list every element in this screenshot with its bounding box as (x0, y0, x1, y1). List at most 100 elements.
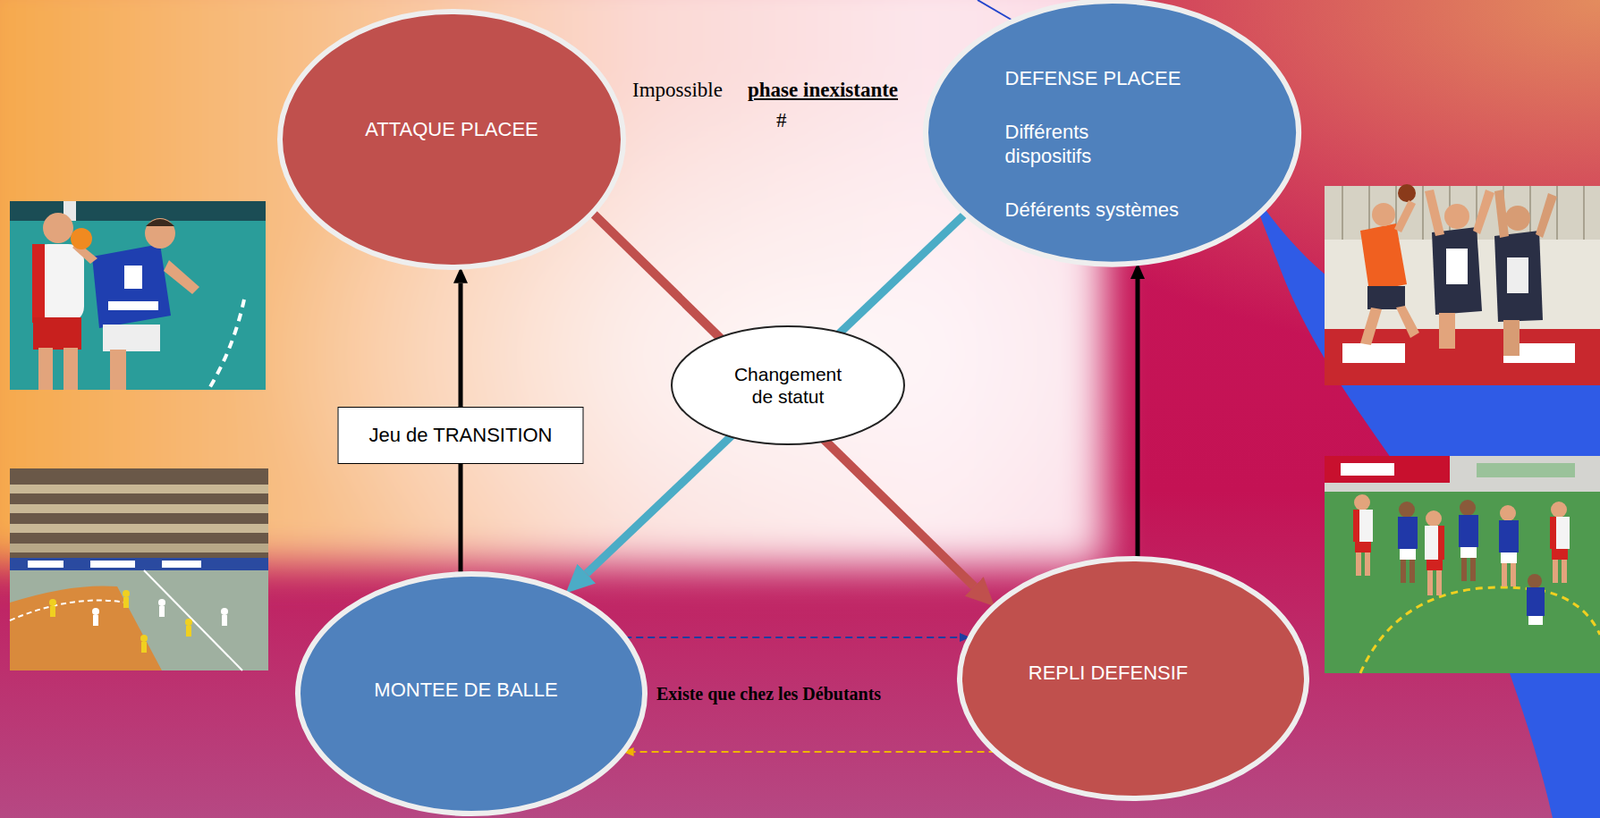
ellipse-content: REPLI DEFENSIF (1028, 661, 1188, 686)
game-photo-part-part (1501, 563, 1507, 587)
handball-photo-part (32, 244, 85, 323)
ellipse-shape (297, 574, 645, 814)
jump-shot-photo-part (1444, 203, 1470, 229)
jump-shot-photo-part (1506, 257, 1529, 294)
jump-shot-photo-part (1397, 184, 1416, 203)
arena-photo-part (9, 585, 162, 671)
game-photo-part-part (1459, 499, 1476, 517)
arena-photo-part (220, 608, 229, 616)
ellipse-content: DEFENSE PLACEEDifférents dispositifsDéfé… (1005, 67, 1182, 223)
game-photo-part-part (1353, 509, 1360, 542)
handball-photo-part (108, 301, 159, 311)
ellipse-shape (279, 11, 624, 268)
jump-shot-photo-part (1473, 189, 1495, 235)
game-photo-part-part (1438, 525, 1445, 560)
game-photo-part-part (1499, 505, 1516, 522)
edge-label-box: Jeu de TRANSITION (338, 406, 585, 465)
arena-photo-part (9, 468, 269, 671)
arena-photo-part (185, 618, 193, 627)
game-photo-part (1476, 463, 1575, 478)
game-photo-part (1324, 456, 1600, 674)
jump-shot-photo-part-part (1556, 186, 1558, 240)
arena-photo-part (9, 524, 269, 534)
game-photo-part-part (1354, 494, 1371, 511)
beginner-arrow (634, 751, 997, 754)
game-photo-part-part (1549, 516, 1557, 550)
game-photo-part-part (1527, 574, 1542, 589)
game-photo-part-part (1550, 501, 1567, 518)
jump-shot-photo-part-part (1341, 186, 1344, 240)
arena-photo-part (123, 597, 129, 609)
game-photo-part-part (1425, 510, 1442, 527)
phase-detail: Différents dispositifs (1005, 121, 1140, 170)
jump-shot-photo-part (1503, 320, 1520, 356)
game-photo-part-part (1353, 509, 1373, 542)
game-photo-part-part (1355, 552, 1362, 576)
jump-shot-photo-part (1494, 189, 1509, 238)
defense-phase-ellipse: DEFENSE PLACEEDifférents dispositifsDéfé… (922, 0, 1302, 267)
phase-title: Changement de statut (729, 363, 847, 408)
handball-photo-part (38, 347, 53, 390)
arena-photo (9, 468, 269, 671)
handball-photo-part (102, 324, 161, 352)
handball-photo-part (163, 260, 200, 295)
ellipse-content: Changement de statut (729, 363, 847, 408)
game-photo-part-part (1409, 559, 1415, 584)
arena-photo-part (93, 615, 99, 627)
game-photo-part-part (1398, 501, 1415, 518)
arena-photo-part (50, 606, 56, 618)
game-photo-part (1340, 463, 1395, 476)
game-photo-part-part (1397, 516, 1418, 550)
game-photo-part-part (1354, 541, 1372, 553)
handball-photo-part (208, 299, 245, 390)
jump-shot-photo-part (1324, 186, 1600, 386)
status-change-ellipse: Changement de statut (670, 325, 906, 446)
handball-photo-part (124, 265, 143, 289)
arena-photo-part (9, 558, 269, 571)
jump-shot-photo-part (1439, 313, 1456, 349)
game-photo-part-part (1528, 616, 1543, 626)
jump-shot-photo-part (1494, 230, 1543, 322)
phase-title: REPLI DEFENSIF (1028, 661, 1188, 686)
arena-photo-part (49, 599, 57, 607)
jump-shot-photo-part (1360, 307, 1382, 346)
handball-photo-part (92, 244, 171, 329)
ellipse-shape (671, 326, 905, 445)
ellipse-outline (922, 0, 1302, 267)
arena-photo-part (158, 599, 166, 607)
jump-shot-photo-part (1431, 227, 1482, 315)
handball-photo-part (145, 219, 175, 227)
jump-shot-photo-part (1371, 203, 1396, 227)
arena-photo-part (9, 484, 269, 494)
status-change-arrow (592, 212, 974, 587)
game-photo-part (1324, 456, 1600, 492)
note-text: Existe que chez les Débutants (656, 684, 881, 705)
arena-photo-part (27, 560, 64, 568)
handball-photo-part (63, 347, 78, 390)
game-photo-part-part (1399, 549, 1416, 560)
game-photo-part-part (1461, 558, 1467, 582)
game-photo-part-part (1426, 559, 1443, 571)
attack-phase-ellipse: ATTAQUE PLACEE (277, 8, 627, 271)
handball-photo-part (33, 317, 82, 350)
game-photo-part-part (1526, 587, 1545, 617)
jump-shot-photo (1324, 184, 1600, 386)
game-photo-part-part (1510, 563, 1516, 587)
jump-shot-photo-part (1360, 223, 1407, 292)
arena-photo-part (186, 626, 192, 637)
arena-photo-part (140, 634, 148, 643)
arena-photo-part (143, 570, 243, 671)
transition-phase-ellipse: MONTEE DE BALLE (295, 571, 648, 817)
ellipse-shape (925, 0, 1299, 265)
handball-photo-part (70, 228, 93, 250)
arena-photo-part (161, 560, 202, 568)
game-photo-part (1324, 456, 1450, 483)
arena-photo-part (141, 642, 147, 653)
arena-photo-part (9, 601, 127, 622)
retreat-phase-ellipse: REPLI DEFENSIF (956, 556, 1310, 802)
game-photo-part-part (1561, 559, 1567, 584)
phase-title: MONTEE DE BALLE (373, 678, 558, 703)
game-photo-part-part (1364, 552, 1371, 576)
